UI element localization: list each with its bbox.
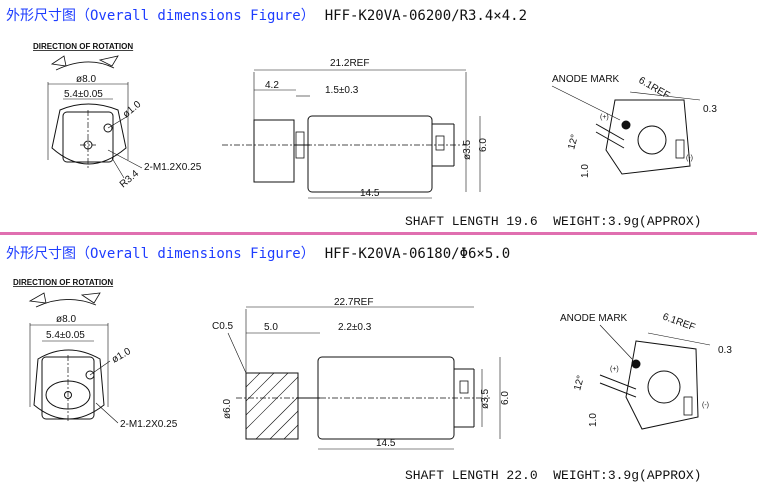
rear-view: ANODE MARK 6.1REF 0.3 (+) (-) 12° 1.0	[551, 74, 717, 178]
minus-label: (-)	[702, 402, 709, 409]
front-outline	[51, 103, 127, 165]
leader-line	[599, 324, 633, 360]
dim-gap: 1.5±0.3	[325, 85, 359, 96]
dim-outer-dia: ø8.0	[76, 74, 96, 85]
bearing-circle	[637, 125, 667, 155]
bearing-circle	[647, 370, 681, 404]
dim-width: 5.4±0.05	[64, 89, 103, 100]
dim-outer-dia: ø8.0	[56, 314, 76, 325]
rear-view: ANODE MARK 6.1REF 0.3 (+) (-) 12° 1.0	[560, 311, 732, 430]
dim-angle: 12°	[572, 374, 587, 391]
rotation-arrow-right	[98, 55, 119, 67]
rotation-arrow-left	[28, 292, 47, 304]
panel-title: 外形尺寸图（Overall dimensions Figure） HFF-K20V…	[6, 243, 510, 263]
dim-ref: 6.1REF	[661, 311, 697, 333]
plus-label: (+)	[600, 114, 609, 121]
terminal	[459, 380, 469, 394]
dim-screw: 2-M1.2X0.25	[144, 162, 202, 173]
weight-hatching	[245, 372, 299, 440]
dim-weight-len: 4.2	[265, 80, 279, 91]
spec-footer: SHAFT LENGTH 19.6 WEIGHT:3.9g(APPROX)	[405, 214, 702, 229]
dim-hole: ø1.0	[121, 99, 144, 121]
dim-length-ref: 22.7REF	[334, 297, 373, 308]
direction-label: DIRECTION OF ROTATION	[13, 278, 113, 287]
front-outline	[33, 349, 105, 420]
terminal-minus	[683, 396, 693, 416]
terminal	[435, 135, 445, 151]
dim-weight-dia: ø6.0	[222, 399, 233, 419]
title-chinese: 外形尺寸图（Overall dimensions Figure）	[6, 8, 315, 24]
dim-body-len: 14.5	[376, 438, 396, 449]
rotation-arc	[55, 61, 115, 71]
dim-body-dia: 6.0	[478, 138, 489, 152]
dim-d1: 0.3	[718, 345, 732, 356]
dim-gap: 2.2±0.3	[338, 322, 372, 333]
model-code: HFF-K20VA-06200/R3.4×4.2	[324, 8, 528, 24]
hole-circle	[103, 123, 113, 133]
dim-body-len: 14.5	[360, 188, 380, 199]
rear-outline	[605, 99, 691, 175]
drawing-panel-2: 外形尺寸图（Overall dimensions Figure） HFF-K20V…	[0, 237, 757, 491]
plus-label: (+)	[610, 366, 619, 373]
terminal-plus	[599, 374, 637, 390]
terminal-plus	[599, 382, 637, 398]
side-view: C0.5 22.7REF 5.0 2.2±0.3	[212, 297, 511, 450]
leader-line	[95, 402, 119, 424]
leader-line	[227, 332, 247, 374]
dim-ref: 6.1REF	[637, 75, 672, 101]
spec-footer: SHAFT LENGTH 22.0 WEIGHT:3.9g(APPROX)	[405, 468, 702, 483]
dim-width: 5.4±0.05	[46, 330, 85, 341]
dim-d1: 0.3	[703, 104, 717, 115]
drawing-panel-1: 外形尺寸图（Overall dimensions Figure） HFF-K20V…	[0, 0, 757, 233]
dim-line	[647, 332, 711, 346]
dim-length-ref: 21.2REF	[330, 58, 369, 69]
leader-line	[107, 149, 143, 169]
dim-line	[629, 91, 701, 101]
leader-line	[551, 85, 621, 121]
panel-title: 外形尺寸图（Overall dimensions Figure） HFF-K20V…	[6, 5, 527, 25]
anode-label: ANODE MARK	[560, 313, 628, 324]
dim-d2: 1.0	[588, 413, 599, 427]
leader-line	[107, 115, 129, 129]
anode-dot	[631, 359, 641, 369]
front-view: DIRECTION OF ROTATION ø8.0 5.4±0.05 ø1.0…	[13, 278, 178, 430]
front-view: DIRECTION OF ROTATION ø8.0 5.4±0.05 ø1.0…	[33, 42, 202, 190]
drawing-svg-1: DIRECTION OF ROTATION ø8.0 5.4±0.05 ø1.0…	[33, 42, 717, 199]
terminal-minus	[675, 139, 685, 159]
dim-d2: 1.0	[580, 164, 591, 178]
dim-small-dia: ø3.5	[480, 389, 491, 409]
side-view: 21.2REF 4.2 1.5±0.3 ø3.5 6.0 14.5	[222, 58, 489, 199]
minus-label: (-)	[686, 155, 693, 162]
rotation-arrow-left	[50, 55, 67, 67]
dim-weight-len: 5.0	[264, 322, 278, 333]
dim-hole: ø1.0	[110, 346, 133, 366]
rotation-arrow-right	[80, 292, 101, 304]
dim-chamfer: C0.5	[212, 321, 234, 332]
terminal-plus	[595, 123, 625, 141]
title-chinese: 外形尺寸图（Overall dimensions Figure）	[6, 246, 315, 262]
rotation-arc	[35, 299, 97, 308]
anode-label: ANODE MARK	[552, 74, 620, 85]
weight-block	[245, 372, 299, 440]
dim-radius: R3.4	[118, 168, 142, 190]
dim-small-dia: ø3.5	[462, 140, 473, 160]
weight-block	[253, 119, 295, 183]
panel-divider	[0, 232, 757, 235]
terminal-plus	[595, 131, 625, 149]
drawing-svg-2: DIRECTION OF ROTATION ø8.0 5.4±0.05 ø1.0…	[13, 278, 732, 450]
leader-line	[89, 360, 111, 376]
model-code: HFF-K20VA-06180/Φ6×5.0	[324, 246, 511, 262]
leader-line	[111, 157, 125, 179]
dim-body-dia: 6.0	[500, 391, 511, 405]
dim-screw: 2-M1.2X0.25	[120, 419, 178, 430]
motor-body	[307, 115, 433, 193]
anode-dot	[621, 120, 631, 130]
hole-circle	[85, 370, 95, 380]
dim-angle: 12°	[566, 133, 581, 150]
direction-label: DIRECTION OF ROTATION	[33, 42, 133, 51]
rear-outline	[625, 340, 699, 430]
